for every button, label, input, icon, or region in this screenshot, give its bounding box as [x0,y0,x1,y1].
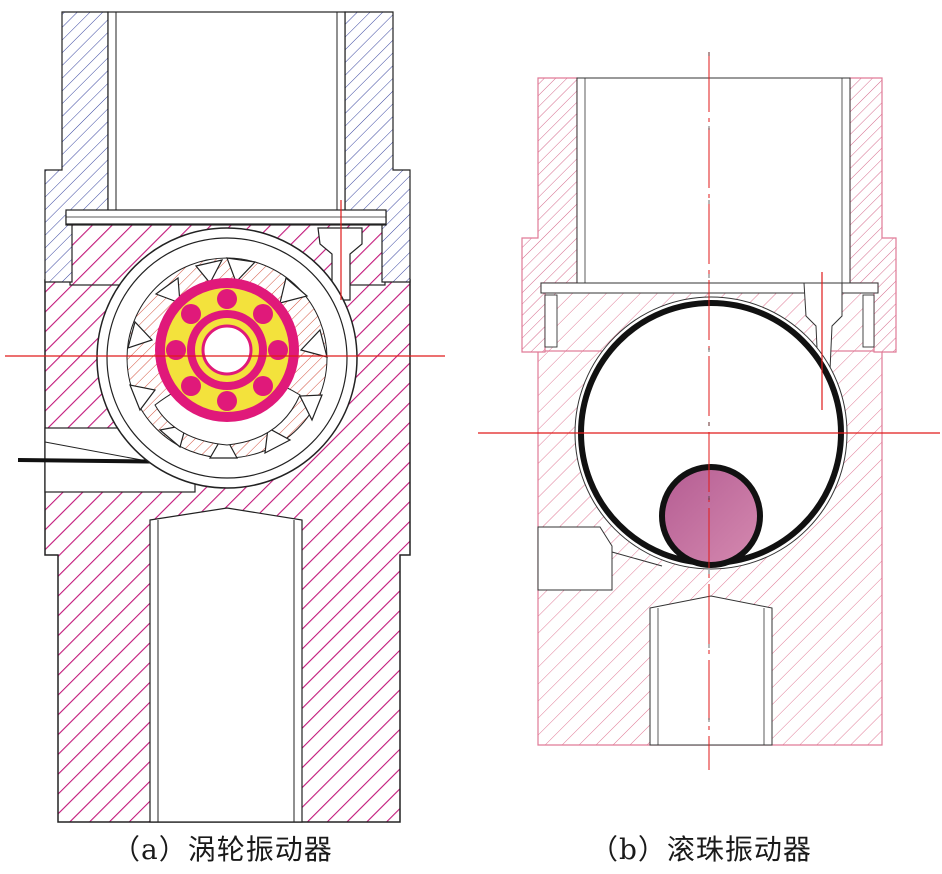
turbine-top-bore [107,11,346,215]
bearing-balls [166,289,288,411]
ball-lower-bore [649,595,773,746]
rolling-ball [659,464,763,568]
turbine-vibrator-drawing [5,11,445,823]
ball-vibrator-drawing [478,52,940,770]
turbine-blades [127,257,328,459]
caption-ball-vibrator: （b）滚珠振动器 [590,833,812,866]
turbine-nozzle [317,227,363,301]
turbine-lower-bore [149,507,303,823]
ball-top-bore [576,77,851,285]
caption-turbine-vibrator: （a）涡轮振动器 [112,833,333,866]
ball-side-outlet [537,526,613,591]
bearing [155,278,299,422]
